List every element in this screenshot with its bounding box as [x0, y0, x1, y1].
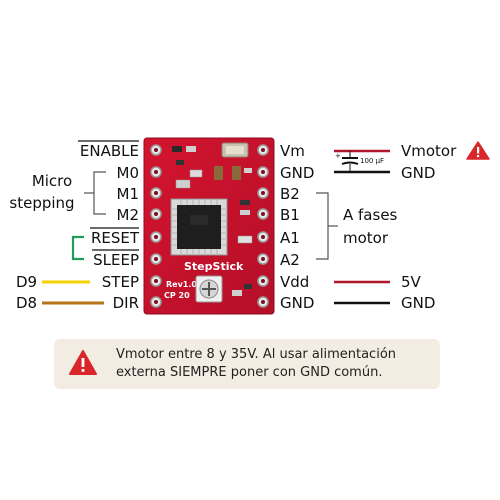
svg-text:+: + [335, 152, 341, 160]
warning-icon [69, 350, 97, 375]
connection-d9: D9 [16, 273, 37, 291]
pin-label-reset: RESET [91, 229, 140, 247]
pin-label-sleep: SLEEP [93, 251, 139, 269]
board-year-text: CP 20 [164, 291, 190, 300]
motor-phases-label-line1: A fases [343, 206, 398, 224]
pin-label-gnd-bottom: GND [280, 294, 314, 312]
motor-phases-label-line2: motor [343, 229, 389, 247]
microstepping-label-line1: Micro [32, 172, 72, 190]
board-brand-text: StepStick [184, 260, 244, 273]
pin-label-b2: B2 [280, 185, 300, 203]
microstepping-label-line2: stepping [9, 194, 74, 212]
warning-note: Vmotor entre 8 y 35V. Al usar alimentaci… [54, 339, 440, 389]
potentiometer [195, 275, 223, 303]
stepstick-board: StepStick Rev1.0 CP 20 [143, 137, 275, 315]
pin-label-vm: Vm [280, 142, 305, 160]
connection-5v: 5V [401, 273, 422, 291]
warning-icon [466, 141, 490, 160]
pin-label-vdd: Vdd [280, 273, 309, 291]
pin-label-step: STEP [102, 273, 139, 291]
connection-logic-gnd: GND [401, 294, 435, 312]
pin-label-gnd-top: GND [280, 164, 314, 182]
connection-vmotor: Vmotor [401, 142, 457, 160]
pin-label-m0: M0 [117, 164, 140, 182]
pin-label-b1: B1 [280, 206, 300, 224]
board-rev-text: Rev1.0 [166, 280, 197, 289]
pin-label-dir: DIR [113, 294, 139, 312]
warning-note-text: Vmotor entre 8 y 35V. Al usar alimentaci… [116, 347, 397, 380]
right-pin-labels: Vm GND B2 B1 A1 A2 Vdd GND [280, 142, 314, 312]
connection-motor-gnd: GND [401, 164, 435, 182]
smd-components [172, 146, 253, 296]
pin-label-enable: ENABLE [80, 142, 139, 160]
pin-label-m1: M1 [117, 185, 140, 203]
microstepping-bracket [93, 171, 106, 215]
pin-label-a1: A1 [280, 229, 300, 247]
motor-power-wiring: + 100 µF [334, 149, 390, 174]
capacitor-value: 100 µF [360, 157, 384, 165]
left-pin-pads [150, 144, 162, 308]
connection-d8: D8 [16, 294, 37, 312]
left-pin-labels: ENABLE M0 M1 M2 RESET SLEEP STEP DIR [78, 140, 140, 312]
motor-phases-bracket [316, 192, 329, 260]
pin-label-a2: A2 [280, 251, 300, 269]
driver-ic [170, 198, 228, 256]
reset-sleep-bridge [71, 235, 84, 261]
pin-label-m2: M2 [117, 206, 140, 224]
